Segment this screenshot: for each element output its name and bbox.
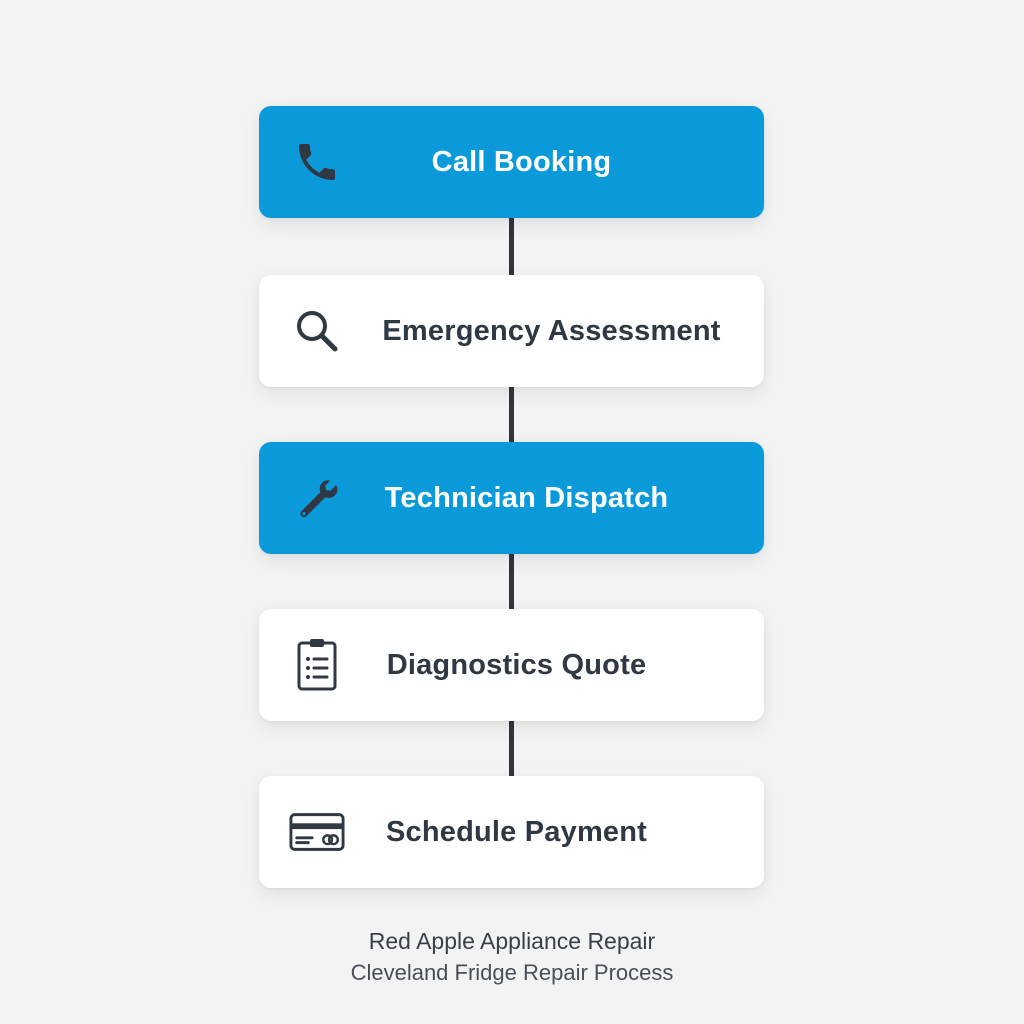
step-label: Technician Dispatch	[384, 481, 669, 514]
connector-4-5	[509, 720, 514, 778]
wrench-icon	[289, 470, 345, 526]
step-label: Call Booking	[431, 145, 612, 178]
connector-2-3	[509, 386, 514, 444]
process-subtitle: Cleveland Fridge Repair Process	[350, 960, 674, 985]
step-call-booking[interactable]: Call Booking	[259, 106, 764, 218]
connector-1-2	[509, 218, 514, 276]
step-diagnostics-quote[interactable]: Diagnostics Quote	[259, 609, 764, 721]
step-label: Emergency Assessment	[382, 314, 721, 347]
credit-card-icon	[289, 804, 345, 860]
magnifier-icon	[289, 303, 345, 359]
company-name: Red Apple Appliance Repair	[368, 928, 656, 954]
step-schedule-payment[interactable]: Schedule Payment	[259, 776, 764, 888]
connector-3-4	[509, 552, 514, 610]
step-technician-dispatch[interactable]: Technician Dispatch	[259, 442, 764, 554]
step-label: Diagnostics Quote	[386, 648, 647, 681]
step-label: Schedule Payment	[385, 815, 648, 848]
phone-icon	[289, 134, 345, 190]
clipboard-checklist-icon	[289, 637, 345, 693]
step-emergency-assessment[interactable]: Emergency Assessment	[259, 275, 764, 387]
